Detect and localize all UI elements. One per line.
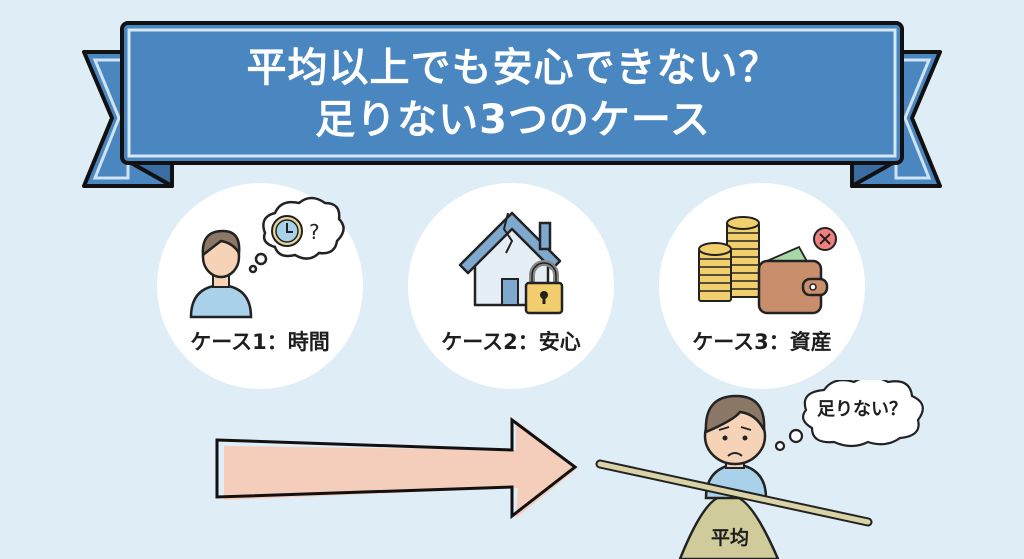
case-1-circle: ? ケース1：時間 <box>157 183 363 389</box>
thought-bubble-text: 足りない？ <box>817 399 907 420</box>
case-3-label: ケース3：資産 <box>692 330 832 354</box>
person-thinking-clock-icon: ? <box>189 196 345 319</box>
banner-title-line2: 足りない3つのケース <box>315 97 711 143</box>
seesaw-scene <box>595 380 924 559</box>
average-hill-label: 平均 <box>710 527 749 549</box>
case-3-circle: ケース3：資産 <box>659 183 865 389</box>
cracked-house-padlock-icon <box>458 211 564 315</box>
svg-text:?: ? <box>309 220 320 244</box>
case-2-circle: ケース2：安心 <box>408 183 614 389</box>
right-arrow-icon <box>215 417 578 520</box>
banner-title-line1: 平均以上でも安心できない？ <box>246 45 780 91</box>
case-1-label: ケース1：時間 <box>190 330 330 354</box>
ribbon-banner <box>82 21 942 188</box>
case-2-label: ケース2：安心 <box>441 330 581 354</box>
coins-wallet-x-icon <box>698 216 837 315</box>
banner-title: 平均以上でも安心できない？ 足りない3つのケース <box>128 30 898 158</box>
